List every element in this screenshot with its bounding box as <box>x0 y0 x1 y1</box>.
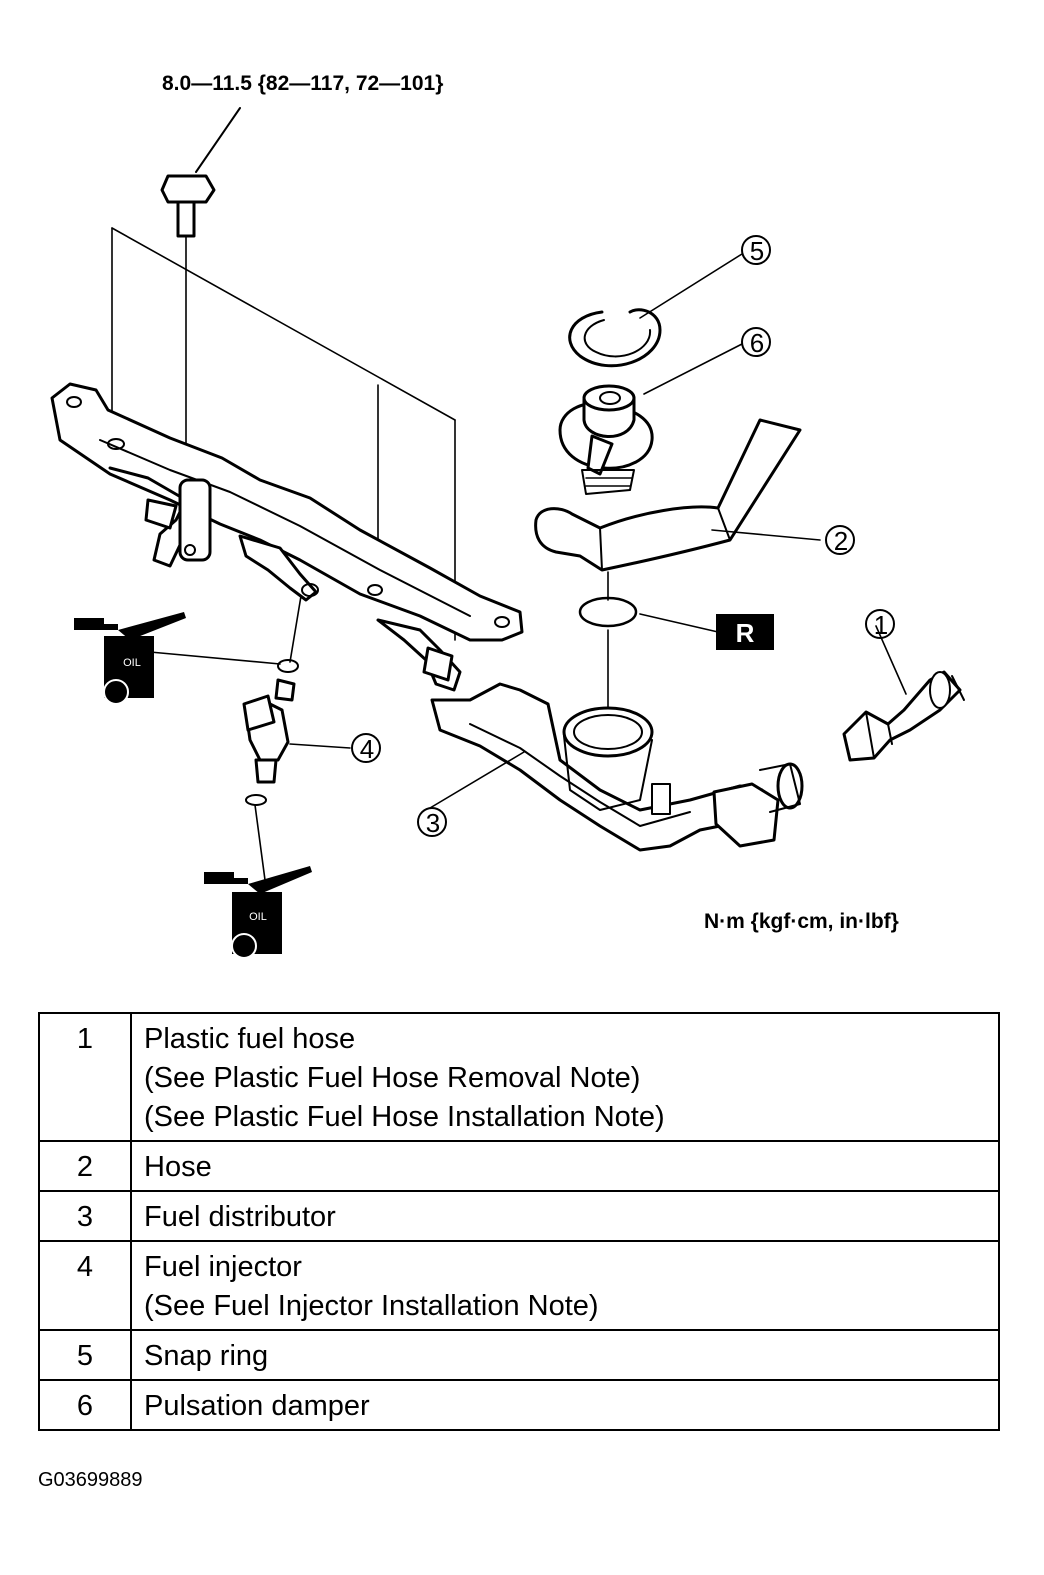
table-row: 6 Pulsation damper <box>38 1379 1000 1431</box>
plastic-fuel-hose <box>842 670 965 762</box>
parts-table: 1 Plastic fuel hose (See Plastic Fuel Ho… <box>38 1012 1000 1431</box>
callout-3: 3 <box>426 808 440 838</box>
table-row: 2 Hose <box>38 1140 1000 1192</box>
oil-label: OIL <box>123 657 141 669</box>
part-line: (See Plastic Fuel Hose Removal Note) <box>144 1062 641 1094</box>
part-description: Pulsation damper <box>130 1379 1000 1431</box>
table-row: 1 Plastic fuel hose (See Plastic Fuel Ho… <box>38 1012 1000 1142</box>
fuel-rail <box>50 382 524 642</box>
part-description: Fuel injector (See Fuel Injector Install… <box>130 1240 1000 1331</box>
part-number: 6 <box>38 1379 132 1431</box>
part-line: (See Fuel Injector Installation Note) <box>144 1290 599 1322</box>
part-line: Snap ring <box>144 1340 269 1372</box>
part-number: 2 <box>38 1140 132 1192</box>
callout-5: 5 <box>750 236 764 266</box>
part-description: Snap ring <box>130 1329 1000 1381</box>
o-ring-damper <box>578 596 638 628</box>
oil-can-icon: OIL <box>204 866 312 959</box>
part-description: Fuel distributor <box>130 1190 1000 1242</box>
pulsation-damper <box>558 384 654 495</box>
fuel-distributor <box>430 682 804 852</box>
seated-injector-2 <box>238 534 319 602</box>
part-description: Plastic fuel hose (See Plastic Fuel Hose… <box>130 1012 1000 1142</box>
table-row: 3 Fuel distributor <box>38 1190 1000 1242</box>
part-line: Plastic fuel hose <box>144 1023 356 1055</box>
oil-can-icon: OIL <box>74 612 186 705</box>
part-line: Pulsation damper <box>144 1390 370 1422</box>
fuel-distributor-diagram: 5 6 2 1 3 4 R OIL OIL <box>50 107 965 959</box>
leader-lines <box>149 253 907 809</box>
table-row: 4 Fuel injector (See Fuel Injector Insta… <box>38 1240 1000 1331</box>
part-line: (See Plastic Fuel Hose Installation Note… <box>144 1101 665 1133</box>
replace-badge-text: R <box>736 618 755 648</box>
oil-label: OIL <box>249 911 267 923</box>
part-line: Hose <box>144 1151 212 1183</box>
units-note: N·m {kgf·cm, in·lbf} <box>704 910 899 933</box>
figure-code: G03699889 <box>38 1469 143 1491</box>
fuel-injector <box>242 659 299 806</box>
part-number: 4 <box>38 1240 132 1331</box>
callout-2: 2 <box>834 526 848 556</box>
torque-spec: 8.0—11.5 {82—117, 72—101} <box>162 72 444 95</box>
replace-badge: R <box>716 614 774 650</box>
part-number: 3 <box>38 1190 132 1242</box>
part-description: Hose <box>130 1140 1000 1192</box>
part-line: Fuel distributor <box>144 1201 336 1233</box>
callout-4: 4 <box>360 734 374 764</box>
snap-ring <box>568 308 662 368</box>
callout-1: 1 <box>874 610 888 640</box>
part-line: Fuel injector <box>144 1251 302 1283</box>
callout-6: 6 <box>750 328 764 358</box>
table-row: 5 Snap ring <box>38 1329 1000 1381</box>
part-number: 5 <box>38 1329 132 1381</box>
seated-injector-1 <box>108 466 212 568</box>
part-number: 1 <box>38 1012 132 1142</box>
